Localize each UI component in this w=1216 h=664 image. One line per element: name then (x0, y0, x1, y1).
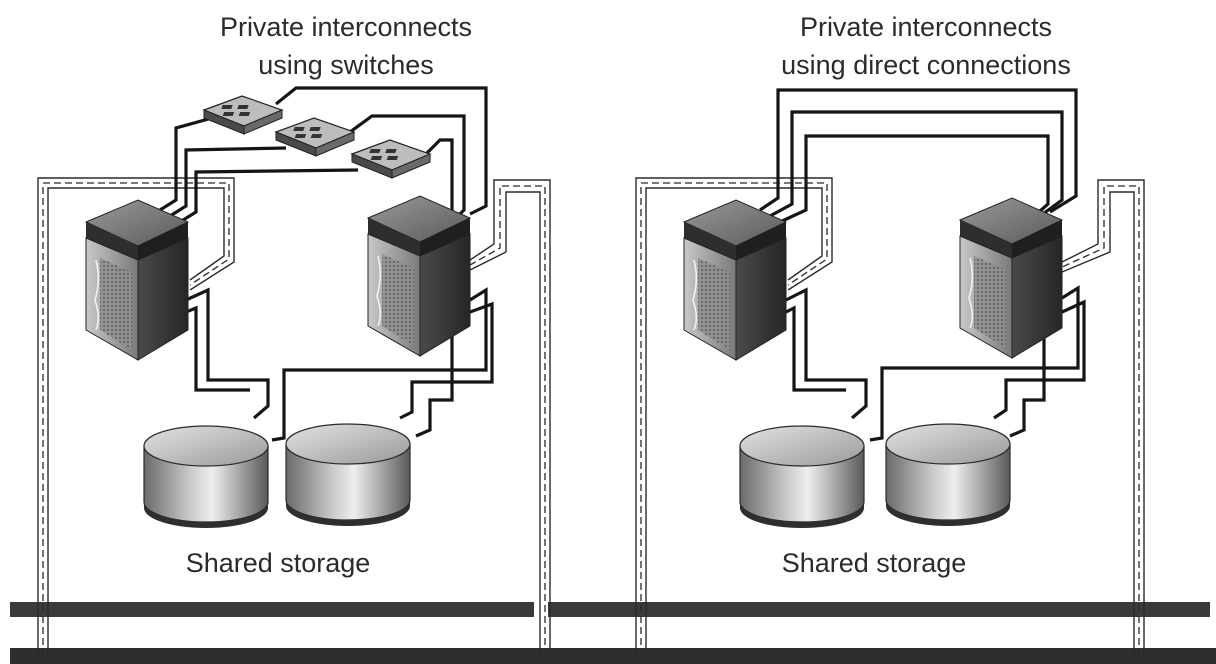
switch-3 (351, 139, 431, 179)
panel-title-line1: Private interconnects (220, 12, 472, 42)
public-network-bus-segment (548, 602, 1210, 617)
public-network-bus-segment (10, 602, 534, 617)
shared-disk-1 (739, 425, 865, 529)
shared-disk-2 (285, 423, 411, 527)
panel-title-line1: Private interconnects (800, 12, 1052, 42)
storage-label: Shared storage (782, 548, 967, 578)
panel-direct-connections: Private interconnects using direct conne… (635, 12, 1145, 656)
server-node-right (959, 197, 1063, 359)
storage-label: Shared storage (186, 548, 371, 578)
server-node-right (367, 195, 471, 357)
switch-1 (203, 95, 283, 135)
panel-title-line2: using switches (258, 50, 434, 80)
server-node-left (85, 199, 189, 361)
shared-disk-1 (143, 425, 269, 529)
panel-title-line2: using direct connections (781, 50, 1071, 80)
panel-switches: Private interconnects using switches Sha… (37, 12, 551, 656)
server-node-left (683, 199, 787, 361)
switch-2 (275, 117, 355, 157)
public-network-bus (10, 648, 1216, 664)
shared-disk-2 (885, 423, 1011, 527)
